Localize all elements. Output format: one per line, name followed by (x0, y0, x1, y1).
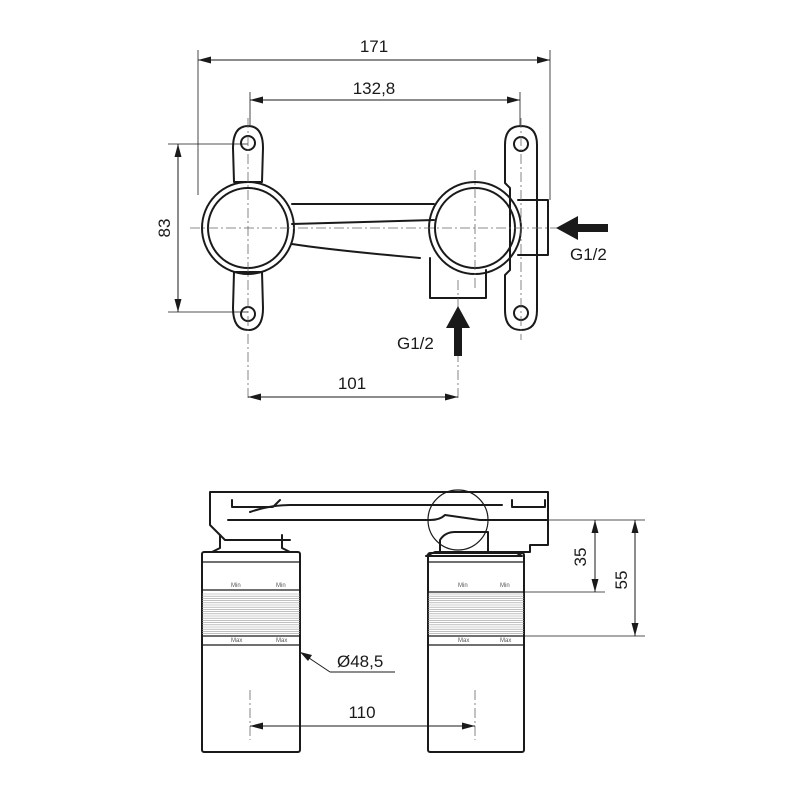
dimension-diameter: Ø48,5 (299, 651, 395, 673)
dimension-height-label: 83 (155, 219, 174, 238)
right-max-marker-right: Max (500, 638, 511, 644)
dimension-body-spacing: 110 (250, 703, 475, 730)
right-mounting-ear (504, 125, 538, 331)
left-max-marker: Max (231, 638, 242, 644)
side-view: Min Max Min Max Min Max Min Max (201, 489, 645, 753)
dimension-inlet-offset-label: 101 (338, 374, 366, 393)
dimension-min-depth: 35 (524, 519, 605, 593)
side-inlet-arrow: G1/2 (556, 216, 608, 264)
dimension-overall-width-label: 171 (360, 37, 388, 56)
dimension-mount-spacing: 132,8 (249, 79, 521, 125)
dimension-overall-width: 171 (197, 37, 551, 200)
dimension-max-depth-label: 55 (612, 571, 631, 590)
dimension-min-depth-label: 35 (571, 548, 590, 567)
right-min-marker-right: Min (500, 583, 510, 589)
bottom-inlet-label: G1/2 (397, 334, 434, 353)
dimension-inlet-offset: 101 (248, 374, 458, 401)
dimension-height: 83 (155, 143, 248, 313)
side-inlet-label: G1/2 (570, 245, 607, 264)
elbow-right-outlet (439, 531, 489, 553)
elbow-detail-circle (427, 489, 489, 551)
left-cylinder: Min Max Min Max (201, 551, 301, 753)
right-min-marker: Min (458, 583, 468, 589)
dimension-body-spacing-label: 110 (348, 703, 375, 722)
side-inlet-stub (517, 199, 549, 256)
top-view: 171 132,8 83 (155, 37, 608, 401)
right-cylinder: Min Max Min Max (427, 552, 525, 753)
top-crossbar (209, 491, 549, 553)
left-min-marker-right: Min (276, 583, 286, 589)
left-max-marker-right: Max (276, 638, 287, 644)
dimension-diameter-label: Ø48,5 (337, 652, 383, 671)
dimension-max-depth: 55 (524, 519, 645, 637)
bottom-inlet-arrow: G1/2 (397, 306, 470, 356)
right-max-marker: Max (458, 638, 469, 644)
connecting-bar (291, 203, 435, 259)
left-min-marker: Min (231, 583, 241, 589)
dimension-mount-spacing-label: 132,8 (353, 79, 396, 98)
